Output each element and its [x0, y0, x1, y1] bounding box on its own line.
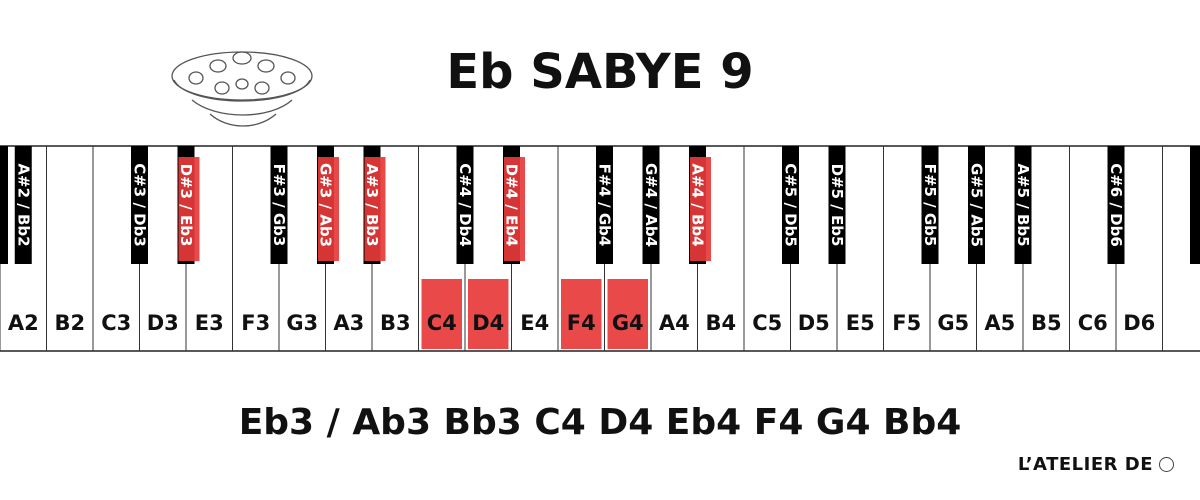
white-key-label: D4	[472, 311, 504, 335]
white-key-highlight	[561, 279, 602, 349]
black-key	[1107, 146, 1125, 264]
white-key-label: B3	[380, 311, 411, 335]
circle-mark-icon	[1159, 457, 1174, 472]
brand-name: L’ATELIER DE	[1017, 454, 1153, 475]
black-key	[828, 146, 846, 264]
white-key-label: A4	[659, 311, 690, 335]
partial-black-key	[1190, 146, 1200, 264]
black-key-highlight	[178, 157, 200, 261]
white-key-label: B4	[705, 311, 736, 335]
black-key-label: D#5 / Eb5	[828, 164, 846, 247]
black-key-highlight	[364, 157, 386, 261]
white-key-label: C4	[427, 311, 457, 335]
white-key-label: C6	[1078, 311, 1108, 335]
black-key-label: C#6 / Db6	[1107, 163, 1125, 247]
white-key-label: G4	[612, 311, 644, 335]
white-key-highlight	[468, 279, 509, 349]
white-key-highlight	[421, 279, 462, 349]
white-key-label: B2	[54, 311, 85, 335]
black-key-label: A#5 / Bb5	[1014, 163, 1032, 246]
white-key-label: D3	[147, 311, 179, 335]
black-key	[642, 146, 660, 264]
white-key-label: A5	[984, 311, 1015, 335]
black-key-label: D#3 / Eb3	[177, 164, 195, 247]
black-key-highlight	[318, 157, 339, 261]
black-key	[968, 146, 985, 264]
white-key-label: G3	[286, 311, 318, 335]
black-key	[921, 146, 939, 264]
white-key-label: F4	[567, 311, 596, 335]
partial-black-key	[0, 146, 8, 264]
white-key-label: A2	[8, 311, 39, 335]
black-key-label: A#2 / Bb2	[14, 163, 32, 246]
black-key-label: G#3 / Ab3	[317, 163, 335, 247]
black-key-highlight	[690, 157, 711, 261]
black-key	[456, 146, 474, 264]
white-key-label: F5	[892, 311, 921, 335]
black-key-highlight	[504, 157, 525, 261]
white-key-label: F3	[241, 311, 270, 335]
black-key-label: D#4 / Eb4	[503, 164, 521, 247]
piano-keyboard: A2 B2 C3 D3 E3 F3 G3 A3 B3 C4 D4 E4 F4 G4 A4 B4 C5 D5 E5 F5…	[0, 145, 1200, 352]
white-key-label: G5	[937, 311, 969, 335]
black-key-label: C#3 / Db3	[131, 163, 149, 247]
white-key-label: C5	[752, 311, 782, 335]
black-key	[1014, 146, 1032, 264]
page-title: Eb SABYE 9	[446, 44, 754, 100]
handpan-drum-icon	[171, 51, 313, 127]
black-key-label: G#4 / Ab4	[642, 163, 660, 247]
white-key-label: B5	[1031, 311, 1062, 335]
white-key-label: D6	[1123, 311, 1155, 335]
white-key-label: D5	[798, 311, 830, 335]
scale-notes: Eb3 / Ab3 Bb3 C4 D4 Eb4 F4 G4 Bb4	[238, 402, 962, 443]
white-key-label: A3	[333, 311, 364, 335]
black-key-label: F#4 / Gb4	[596, 164, 614, 247]
black-key-label: F#5 / Gb5	[921, 164, 939, 247]
black-key	[131, 146, 148, 264]
black-key	[596, 146, 613, 264]
white-key-highlight	[607, 279, 648, 349]
black-key	[270, 146, 288, 264]
brand-logo: L’ATELIER DE	[1018, 454, 1174, 475]
black-key-label: A#4 / Bb4	[689, 163, 707, 246]
black-key-label: G#5 / Ab5	[968, 163, 986, 247]
black-key-label: C#5 / Db5	[782, 163, 800, 247]
white-key-label: C3	[101, 311, 131, 335]
white-key-label: E3	[195, 311, 224, 335]
white-key-label: E4	[520, 311, 549, 335]
black-key-label: F#3 / Gb3	[270, 164, 288, 247]
black-key	[782, 146, 799, 264]
black-key-label: C#4 / Db4	[456, 163, 474, 247]
black-key-label: A#3 / Bb3	[363, 163, 381, 246]
black-key	[14, 146, 32, 264]
white-key-label: E5	[846, 311, 875, 335]
